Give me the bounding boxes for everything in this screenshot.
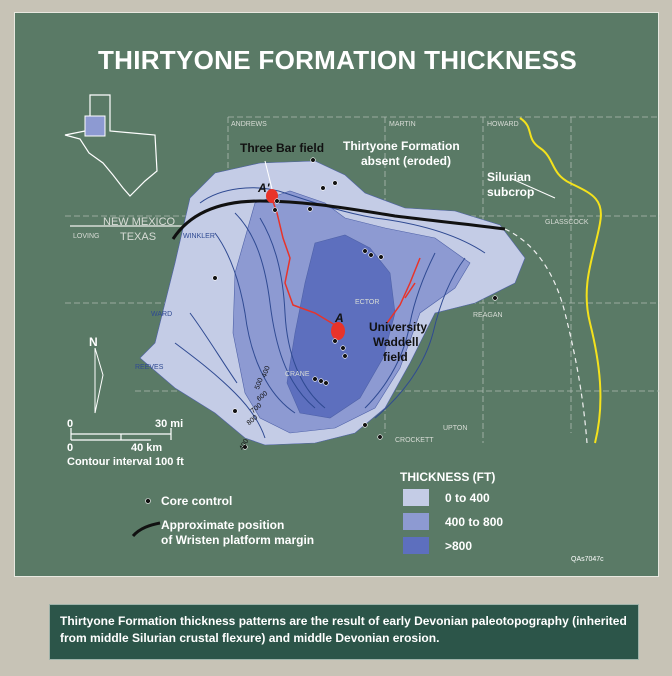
new-mexico-label: NEW MEXICO xyxy=(103,216,176,228)
map-panel: THIRTYONE FORMATION THICKNESS Three Bar … xyxy=(14,12,660,577)
scale-km-label: 40 km xyxy=(131,442,163,454)
formation-absent-label-2: absent (eroded) xyxy=(361,154,452,168)
legend-label-400-800: 400 to 800 xyxy=(445,515,504,529)
legend-swatch-0-400 xyxy=(403,489,429,506)
county-winkler: WINKLER xyxy=(183,233,215,240)
county-howard: HOWARD xyxy=(487,121,519,128)
county-andrews: ANDREWS xyxy=(231,121,267,128)
county-ward: WARD xyxy=(151,311,173,318)
university-waddell-field-marker xyxy=(331,322,345,340)
legend-core-control-label: Core control xyxy=(161,494,233,508)
figure-id: QAs7047c xyxy=(571,556,604,563)
legend-swatch-400-800 xyxy=(403,513,429,530)
formation-absent-label-1: Thirtyone Formation xyxy=(343,139,460,153)
core-control-points xyxy=(145,157,498,504)
silurian-label-2: subcrop xyxy=(487,185,535,199)
legend-swatch-over-800 xyxy=(403,537,429,554)
university-label-1: University xyxy=(369,320,428,334)
section-a-label: A xyxy=(335,311,344,325)
contour-lines xyxy=(174,187,486,439)
figure-caption: Thirtyone Formation thickness patterns a… xyxy=(49,604,639,660)
county-ector: ECTOR xyxy=(355,299,380,306)
silurian-pointer xyxy=(509,177,556,199)
county-crockett: CROCKETT xyxy=(395,437,434,444)
legend-platform-label-1: Approximate position xyxy=(161,518,285,532)
scale-zero-top: 0 xyxy=(67,418,74,430)
map-title: THIRTYONE FORMATION THICKNESS xyxy=(97,45,578,75)
texas-inset-map xyxy=(64,94,158,197)
county-glasscock: GLASSCOCK xyxy=(545,219,589,226)
county-martin: MARTIN xyxy=(389,121,416,128)
legend-title: THICKNESS (FT) xyxy=(400,470,496,484)
map-canvas xyxy=(64,94,660,538)
county-reeves: REEVES xyxy=(135,364,164,371)
legend-platform-label-2: of Wristen platform margin xyxy=(161,533,315,547)
legend-label-0-400: 0 to 400 xyxy=(445,491,490,505)
study-area-box xyxy=(84,115,106,137)
three-bar-field-label: Three Bar field xyxy=(240,141,325,155)
university-label-3: field xyxy=(383,350,408,364)
silurian-label-1: Silurian xyxy=(487,170,532,184)
wristen-platform-margin-dashed xyxy=(504,228,588,444)
scale-zero-bottom: 0 xyxy=(67,442,74,454)
red-branch-line xyxy=(386,257,421,324)
county-upton: UPTON xyxy=(443,425,468,432)
north-arrow-label: N xyxy=(89,335,98,349)
scale-bar xyxy=(70,428,172,441)
county-reagan: REAGAN xyxy=(473,312,503,319)
wristen-platform-margin-line xyxy=(171,199,506,240)
contour-interval-label: Contour interval 100 ft xyxy=(67,456,184,468)
legend-label-over-800: >800 xyxy=(445,539,473,553)
texas-label: TEXAS xyxy=(120,231,157,243)
scale-mi-label: 30 mi xyxy=(155,418,184,430)
university-label-2: Waddell xyxy=(373,335,419,349)
cross-section-line xyxy=(269,192,336,326)
silurian-subcrop-line xyxy=(519,117,602,444)
county-crane: CRANE xyxy=(285,371,310,378)
county-loving: LOVING xyxy=(73,233,100,240)
section-a-prime-label: A' xyxy=(258,181,270,195)
legend-platform-line xyxy=(131,521,161,538)
three-bar-pointer xyxy=(264,160,273,190)
north-arrow xyxy=(94,347,104,414)
